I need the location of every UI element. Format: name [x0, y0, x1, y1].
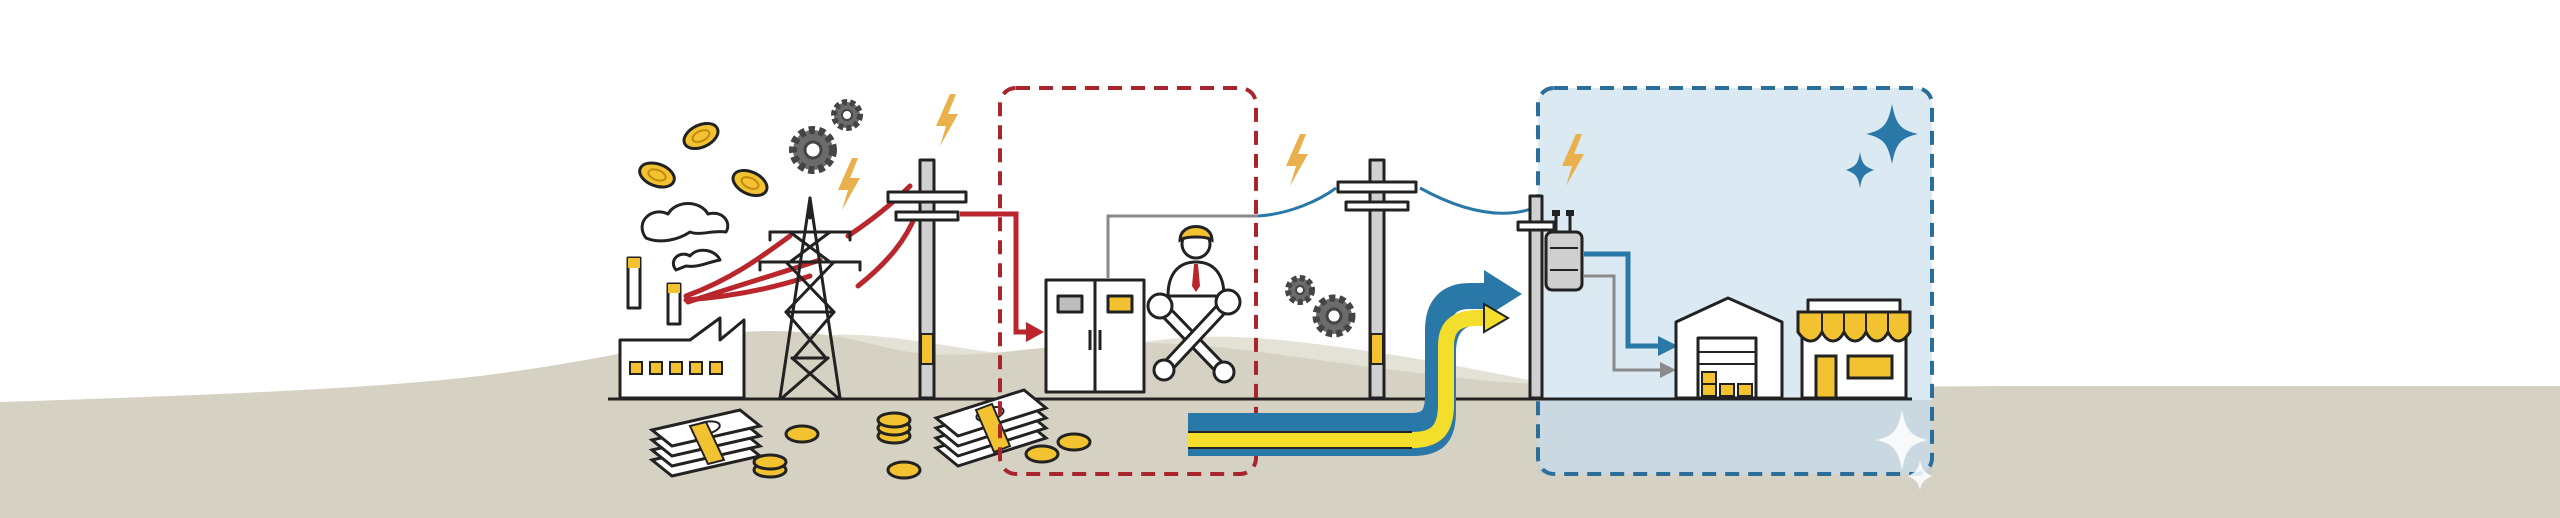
shop-icon	[1796, 298, 1912, 400]
gray-service-line	[1584, 274, 1662, 372]
factory-window	[649, 361, 663, 375]
red-arrow-head	[1026, 322, 1044, 342]
blue-arrow-head	[1658, 336, 1678, 356]
red-arrow-line	[960, 211, 1030, 335]
operator-zone-frame	[998, 86, 1258, 476]
factory-window	[669, 361, 683, 375]
coins-icon	[638, 121, 769, 198]
wires	[683, 183, 1678, 378]
lightning-icon	[838, 158, 860, 210]
gear-icon	[831, 99, 863, 131]
cash-stack-icon	[932, 388, 1050, 468]
consumer-zone-lower-fill	[1538, 400, 1932, 474]
utility-pole-icon	[1336, 158, 1418, 400]
generation-wire	[685, 257, 823, 305]
gear-icon	[789, 126, 837, 174]
sparkle-icon	[1866, 104, 1918, 164]
generation-wire	[855, 211, 919, 289]
sparkle-icon	[1876, 410, 1928, 470]
chimney-band	[628, 258, 640, 268]
sparkle-icon	[1846, 152, 1874, 188]
factory-window	[629, 361, 643, 375]
factory-window	[689, 361, 703, 375]
warehouse-icon	[1674, 296, 1784, 400]
sparkle-icon	[1908, 460, 1932, 490]
factory-window	[709, 361, 723, 375]
coins-icon	[752, 411, 1092, 480]
smoke	[640, 202, 730, 243]
wrench-icon	[1146, 288, 1242, 384]
smoke	[671, 248, 722, 272]
switchgear-cabinet-icon	[1044, 278, 1146, 394]
transmission-tower-icon	[758, 196, 862, 400]
utility-pole-icon	[886, 158, 968, 400]
gray-wire	[1106, 214, 1258, 278]
flow-arrow-icon	[1188, 270, 1522, 456]
lightning-icon	[936, 94, 958, 146]
engineer-icon	[1166, 225, 1226, 298]
gray-arrow-head	[1660, 362, 1676, 378]
lightning-icon	[1286, 134, 1308, 186]
pole-transformer-icon	[1516, 194, 1584, 400]
chimney-band	[668, 284, 680, 293]
generation-wire	[683, 233, 793, 299]
consumer-zone-frame	[1536, 86, 1934, 476]
factory-icon	[618, 202, 746, 400]
blue-service-line	[1584, 251, 1660, 349]
blue-wire	[1257, 186, 1337, 218]
blue-wire	[1419, 186, 1535, 215]
factory-building	[618, 316, 746, 400]
gear-icon	[1312, 294, 1356, 338]
generation-wire	[845, 183, 913, 239]
lightning-icon	[1562, 134, 1584, 186]
gear-icon	[1285, 275, 1315, 305]
